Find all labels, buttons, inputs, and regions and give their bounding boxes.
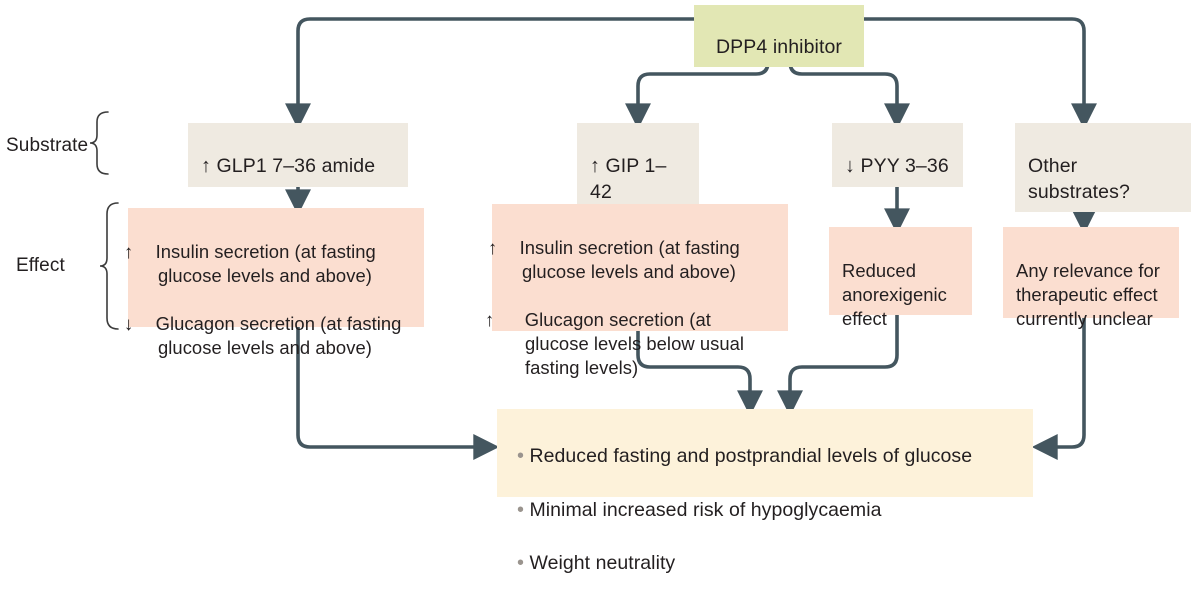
node-substrate-glp1-label: GLP1 7–36 amide — [216, 155, 376, 178]
up-arrow-icon: ↑ — [485, 308, 495, 330]
node-effect-gip[interactable]: ↑Insulin secretion (at fasting glucose l… — [485, 204, 788, 378]
node-substrate-other[interactable]: Other substrates? — [1015, 123, 1191, 213]
effect-glp1-line-2: ↓Glucagon secretion (at fasting glucose … — [124, 312, 402, 358]
effect-glp1-line-1: ↑Insulin secretion (at fasting glucose l… — [124, 240, 376, 286]
bullet-icon: • — [517, 498, 525, 521]
node-substrate-other-label: Other substrates? — [1028, 155, 1130, 203]
dpp4-flow-diagram: Substrate Effect DPP4 inhibitor ↑GLP1 7–… — [6, 5, 1191, 574]
up-arrow-icon: ↑ — [201, 155, 212, 178]
node-substrate-pyy[interactable]: ↓PYY 3–36 — [832, 123, 963, 187]
node-substrate-glp1[interactable]: ↑GLP1 7–36 amide — [188, 123, 408, 187]
node-effect-other[interactable]: Any relevance for therapeutic effect cur… — [1003, 227, 1179, 329]
node-effect-glp1[interactable]: ↑Insulin secretion (at fasting glucose l… — [124, 208, 424, 358]
up-arrow-icon: ↑ — [488, 236, 498, 258]
node-outcome-summary[interactable]: • Reduced fasting and postprandial level… — [497, 409, 1033, 574]
bullet-icon: • — [517, 445, 525, 468]
down-arrow-icon: ↓ — [124, 312, 134, 334]
node-effect-other-text: Any relevance for therapeutic effect cur… — [1016, 259, 1160, 329]
outcome-bullet: • Weight neutrality — [517, 551, 676, 574]
node-effect-pyy[interactable]: Reduced anorexigenic effect — [829, 227, 972, 329]
node-dpp4-inhibitor[interactable]: DPP4 inhibitor — [694, 5, 864, 67]
effect-gip-line-2: ↑ Glucagon secretion (at glucose levels … — [485, 308, 745, 378]
edge-root-to-glp1 — [285, 17, 694, 130]
up-arrow-icon: ↑ — [590, 155, 601, 178]
effect-gip-line-1: ↑Insulin secretion (at fasting glucose l… — [488, 236, 740, 282]
edge-othereffect-to-outcome — [1031, 318, 1086, 460]
row-label-effect: Effect — [16, 255, 65, 276]
outcome-bullet: • Minimal increased risk of hypoglycaemi… — [517, 498, 882, 521]
edge-root-to-other — [864, 17, 1097, 130]
down-arrow-icon: ↓ — [845, 155, 856, 178]
node-effect-pyy-text: Reduced anorexigenic effect — [842, 259, 947, 329]
substrate-bracket — [89, 111, 109, 175]
effect-bracket — [99, 202, 119, 330]
node-substrate-pyy-label: PYY 3–36 — [860, 155, 949, 178]
row-label-substrate: Substrate — [6, 135, 89, 156]
up-arrow-icon: ↑ — [124, 240, 134, 262]
node-substrate-gip[interactable]: ↑GIP 1–42 — [577, 123, 699, 213]
bullet-icon: • — [517, 551, 525, 574]
node-substrate-gip-label: GIP 1–42 — [590, 155, 667, 203]
node-dpp4-inhibitor-label: DPP4 inhibitor — [715, 36, 843, 59]
outcome-bullet: • Reduced fasting and postprandial level… — [517, 445, 973, 468]
